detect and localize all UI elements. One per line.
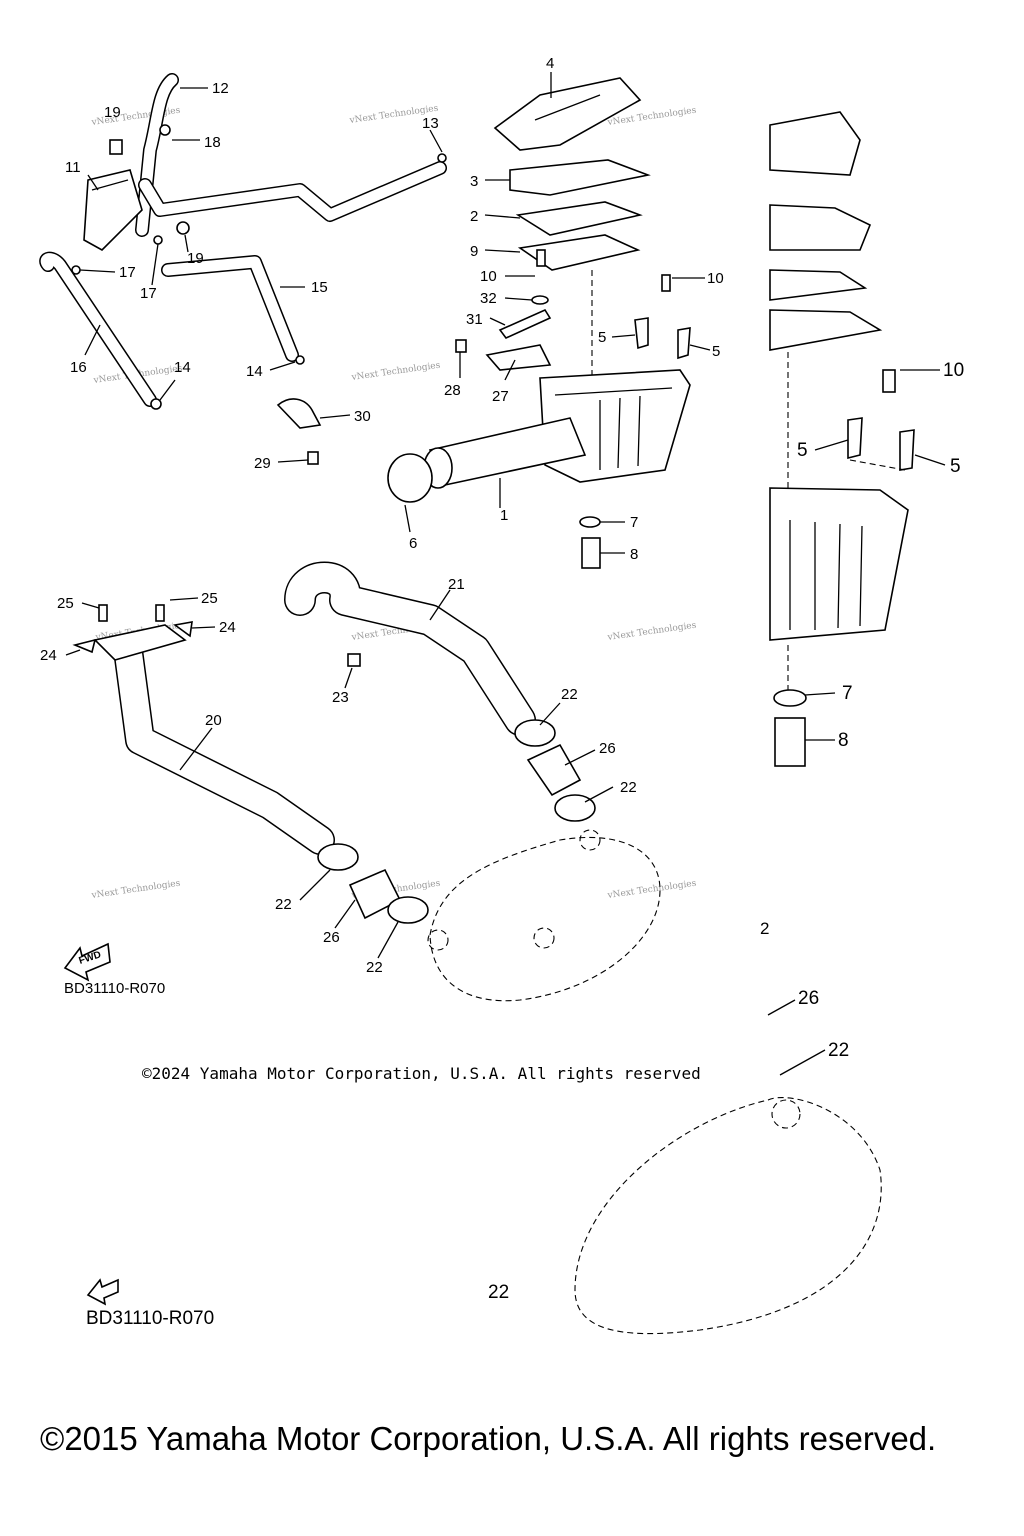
part-label-25: 25 <box>57 595 74 612</box>
part-label-29: 29 <box>254 455 271 472</box>
part-label-8: 8 <box>630 546 638 563</box>
watermark: vNext Technologies <box>606 621 697 644</box>
part-label-22: 22 <box>275 896 292 913</box>
breather-hoses <box>39 73 447 465</box>
part-label-32: 32 <box>480 290 497 307</box>
part-label-23: 23 <box>332 689 349 706</box>
part-label-26: 26 <box>599 740 616 757</box>
part-labels: 4 12 19 18 13 11 3 2 9 19 17 17 10 10 15… <box>40 55 724 976</box>
part-label-11: 11 <box>65 159 81 176</box>
copyright-notice: ©2015 Yamaha Motor Corporation, U.S.A. A… <box>40 1420 936 1457</box>
enlarged-label-8: 8 <box>838 730 849 751</box>
part-label-24: 24 <box>40 647 57 664</box>
enlarged-label-26: 26 <box>798 988 819 1009</box>
enlarged-label-22: 22 <box>488 1282 509 1303</box>
part-label-30: 30 <box>354 408 371 425</box>
fwd-arrow-icon <box>86 1278 119 1306</box>
part-label-17: 17 <box>140 285 157 302</box>
part-label-28: 28 <box>444 382 461 399</box>
enlarged-label-22: 22 <box>828 1040 849 1061</box>
part-label-2: 2 <box>470 208 478 225</box>
part-label-24: 24 <box>219 619 236 636</box>
part-label-3: 3 <box>470 173 478 190</box>
part-label-10: 10 <box>707 270 724 287</box>
part-label-1: 1 <box>500 507 508 524</box>
leader-lines <box>65 72 946 1076</box>
diagram-code: BD31110-R070 <box>64 980 165 997</box>
part-label-15: 15 <box>311 279 328 296</box>
part-label-14: 14 <box>174 359 191 376</box>
part-label-22: 22 <box>620 779 637 796</box>
part-label-9: 9 <box>470 243 478 260</box>
part-label-19: 19 <box>187 250 204 267</box>
enlarged-label-5: 5 <box>950 456 961 477</box>
copyright-notice-small: ©2024 Yamaha Motor Corporation, U.S.A. A… <box>142 1064 701 1083</box>
part-label-20: 20 <box>205 712 222 729</box>
cvt-case <box>427 829 882 1335</box>
enlarged-label-7: 7 <box>842 683 853 704</box>
part-label-6: 6 <box>409 535 417 552</box>
part-label-26: 26 <box>323 929 340 946</box>
part-label-18: 18 <box>204 134 221 151</box>
watermark: vNext Technologies <box>350 361 441 384</box>
part-label-5: 5 <box>712 343 720 360</box>
part-label-14: 14 <box>246 363 263 380</box>
part-label-22: 22 <box>366 959 383 976</box>
part-label-19: 19 <box>104 104 121 121</box>
enlarged-air-cleaner <box>769 111 915 767</box>
air-cleaner-assembly <box>387 77 691 569</box>
part-label-13: 13 <box>422 115 439 132</box>
part-label-10: 10 <box>480 268 497 285</box>
diagram-code-large: BD31110-R070 <box>86 1308 214 1329</box>
enlarged-label-2: 2 <box>760 919 769 938</box>
intake-ducts <box>72 561 596 924</box>
part-label-31: 31 <box>466 311 483 328</box>
part-label-22: 22 <box>561 686 578 703</box>
part-label-12: 12 <box>212 80 229 97</box>
fwd-arrow-icon: FWD <box>63 942 111 982</box>
enlarged-labels: 10 5 5 7 8 2 26 22 22 <box>488 360 964 1303</box>
enlarged-label-10: 10 <box>943 360 964 381</box>
part-label-4: 4 <box>546 55 554 72</box>
watermark: vNext Technologies <box>606 879 697 902</box>
part-label-27: 27 <box>492 388 509 405</box>
watermark: vNext Technologies <box>90 879 181 902</box>
part-label-7: 7 <box>630 514 638 531</box>
part-label-16: 16 <box>70 359 87 376</box>
part-label-5: 5 <box>598 329 606 346</box>
part-label-21: 21 <box>448 576 465 593</box>
enlarged-label-5: 5 <box>797 440 808 461</box>
part-label-17: 17 <box>119 264 136 281</box>
part-label-25: 25 <box>201 590 218 607</box>
